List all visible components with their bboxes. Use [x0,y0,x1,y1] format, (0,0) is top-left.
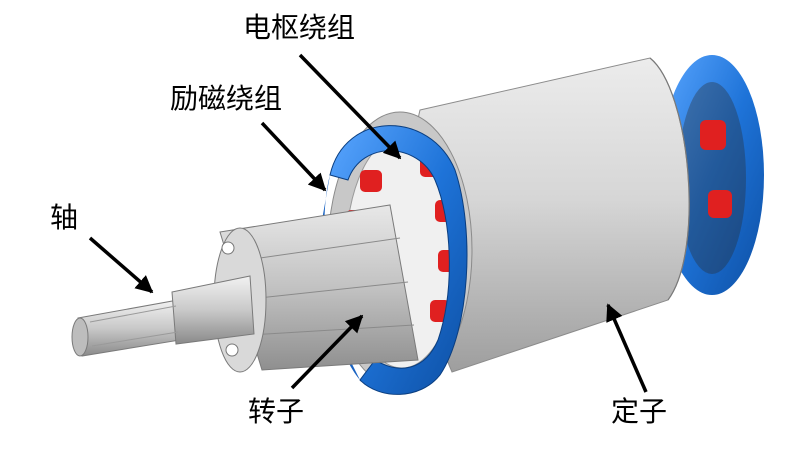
arrow-shaft [88,236,154,294]
label-field-winding: 励磁绕组 [170,82,283,115]
arrow-stator [606,303,648,393]
front-winding-ring [321,125,468,395]
arrow-armature-winding [298,53,402,160]
arrow-field-winding [260,121,327,192]
shaft-body [71,275,255,357]
label-rotor: 转子 [248,395,305,428]
stator-body [413,57,690,373]
leader-arrows [88,53,648,393]
label-stator: 定子 [611,395,668,428]
label-armature-winding: 电枢绕组 [243,11,356,44]
label-shaft: 轴 [50,201,79,234]
arrow-rotor [290,314,364,390]
